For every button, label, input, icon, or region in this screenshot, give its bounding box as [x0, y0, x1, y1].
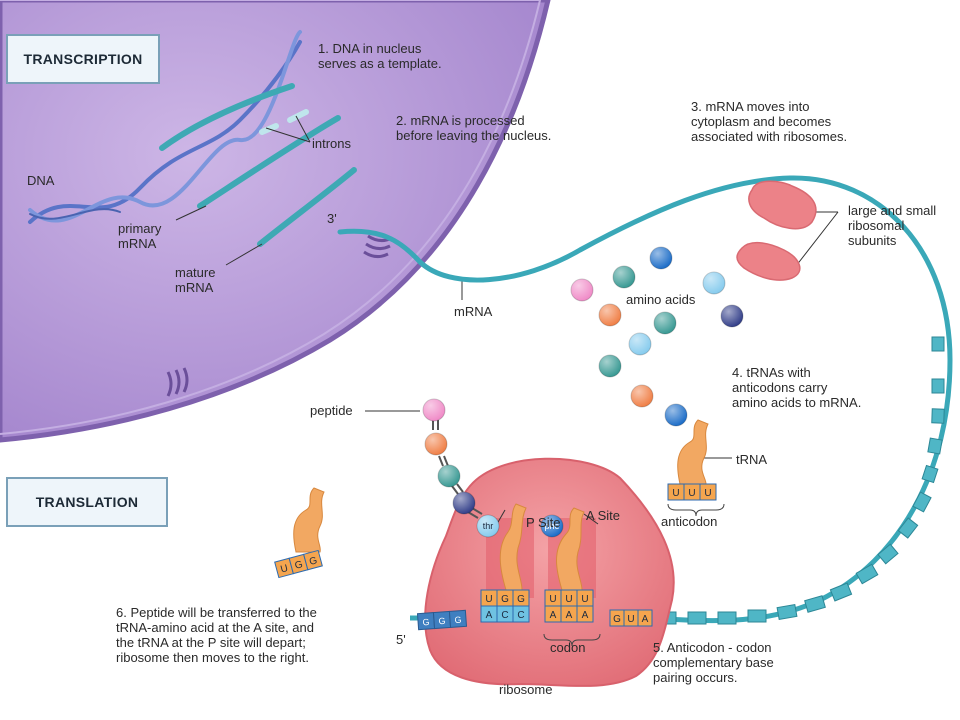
trna-departed — [293, 487, 325, 553]
anticodon-label: anticodon — [661, 514, 718, 529]
base-letter: G — [454, 615, 462, 625]
primary-mrna-label: primary mRNA — [118, 221, 162, 251]
amino-acid-teal — [598, 354, 622, 378]
mrna-label: mRNA — [454, 304, 493, 319]
base-letter: G — [294, 559, 305, 572]
ribosomal-subunits — [736, 180, 817, 281]
base-letter: A — [550, 610, 557, 621]
amino-acid-navy — [720, 304, 744, 328]
introns-label: introns — [312, 136, 352, 151]
base-letter: G — [422, 617, 430, 627]
amino-acid-blue — [649, 246, 673, 270]
trna-incoming — [677, 419, 709, 485]
amino-acid-lightblue — [702, 271, 726, 295]
base-letter: C — [501, 610, 508, 621]
amino-acid-teal — [653, 311, 677, 335]
dna-helix — [28, 30, 302, 224]
base-letter: U — [581, 594, 588, 605]
codon-brace — [543, 633, 601, 647]
amino-acids-label: amino acids — [626, 292, 696, 307]
trna-a-site — [556, 507, 599, 591]
amino-acid-orange — [630, 384, 654, 408]
step-6: 6. Peptide will be transferred to the tR… — [116, 605, 317, 665]
amino-acid-thr — [476, 514, 500, 538]
step-4: 4. tRNAs with anticodons carry amino aci… — [732, 365, 862, 410]
base-letter: U — [688, 488, 695, 499]
step-1: 1. DNA in nucleus serves as a template. — [318, 41, 442, 71]
dna-label: DNA — [27, 173, 55, 188]
base-letter: A — [486, 610, 493, 621]
base-letter: A — [582, 610, 589, 621]
step-2: 2. mRNA is processed before leaving the … — [396, 113, 552, 143]
amino-acid-teal — [612, 265, 636, 289]
base-letter: A — [642, 614, 649, 625]
peptide-residue-orange — [424, 432, 448, 456]
amino-acid-blue-trna — [664, 403, 688, 427]
ribosomal-subunits-label: large and small ribosomal subunits — [848, 203, 937, 248]
transcription-box: TRANSCRIPTION — [6, 34, 160, 84]
step-5: 5. Anticodon - codon complementary base … — [653, 640, 774, 685]
amino-acid-balls: thr phe — [422, 246, 744, 538]
phe-label: phe — [544, 521, 559, 531]
a-site-label: A Site — [586, 508, 620, 523]
base-letter: U — [549, 594, 556, 605]
thr-label: thr — [483, 521, 494, 531]
base-letter: G — [613, 614, 621, 625]
translation-box: TRANSLATION — [6, 477, 168, 527]
p-site-label: P Site — [526, 515, 561, 530]
three-prime-label: 3' — [327, 211, 337, 226]
trna-label: tRNA — [736, 452, 768, 467]
base-letter: U — [279, 563, 289, 575]
amino-acid-phe — [540, 514, 564, 538]
amino-acid-lightblue — [628, 332, 652, 356]
mature-mrna-label: mature mRNA — [175, 265, 216, 295]
base-letter: U — [485, 594, 492, 605]
peptide-residue-navy — [452, 491, 476, 515]
base-letter: A — [566, 610, 573, 621]
amino-acid-pink — [570, 278, 594, 302]
base-letter: U — [565, 594, 572, 605]
pointer-lines — [175, 115, 839, 459]
nuclear-pore — [166, 367, 189, 397]
base-letter: G — [308, 555, 319, 568]
step-3: 3. mRNA moves into cytoplasm and becomes… — [691, 99, 848, 144]
ribosome-label: ribosome — [499, 682, 553, 697]
five-prime-label: 5' — [396, 632, 406, 647]
nucleus — [0, 0, 551, 443]
base-letter: U — [672, 488, 679, 499]
anticodon-brace — [667, 503, 725, 517]
base-letter: G — [438, 616, 446, 626]
base-letter: U — [704, 488, 711, 499]
codon-label: codon — [550, 640, 586, 655]
amino-acid-orange — [598, 303, 622, 327]
peptide-residue-pink — [422, 398, 446, 422]
peptide-bonds — [432, 420, 483, 519]
base-letter: C — [517, 610, 524, 621]
base-letter: G — [501, 594, 509, 605]
base-letter: G — [517, 594, 525, 605]
base-letter: U — [627, 614, 634, 625]
peptide-residue-teal — [437, 464, 461, 488]
peptide-label: peptide — [310, 403, 353, 418]
